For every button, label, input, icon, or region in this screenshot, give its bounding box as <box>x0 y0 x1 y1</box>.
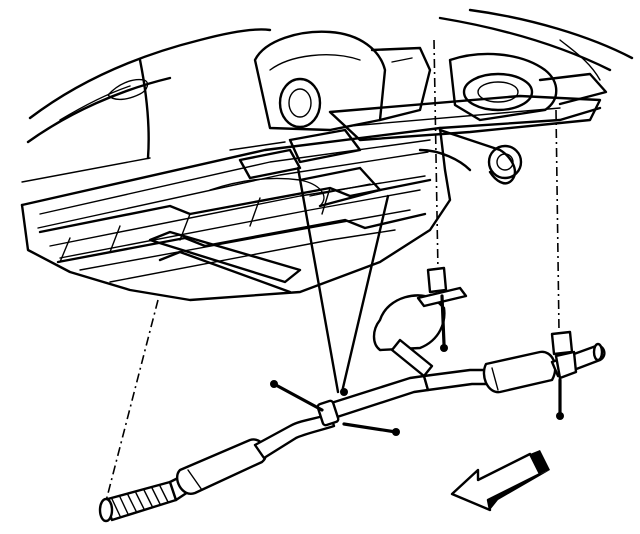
hanger-bracket-left <box>416 266 468 352</box>
vehicle-underbody-floor-pan <box>20 94 602 302</box>
hanger-bracket-right <box>550 330 578 420</box>
intermediate-resonator <box>175 412 336 495</box>
front-direction-arrow-icon <box>450 450 550 512</box>
vehicle-body-outline <box>21 8 634 183</box>
leader-lines <box>104 39 561 506</box>
catalytic-converter <box>98 474 190 523</box>
tailpipe <box>482 342 606 394</box>
rear-suspension-strut-tower <box>253 30 608 132</box>
rear-muffler <box>372 294 492 392</box>
